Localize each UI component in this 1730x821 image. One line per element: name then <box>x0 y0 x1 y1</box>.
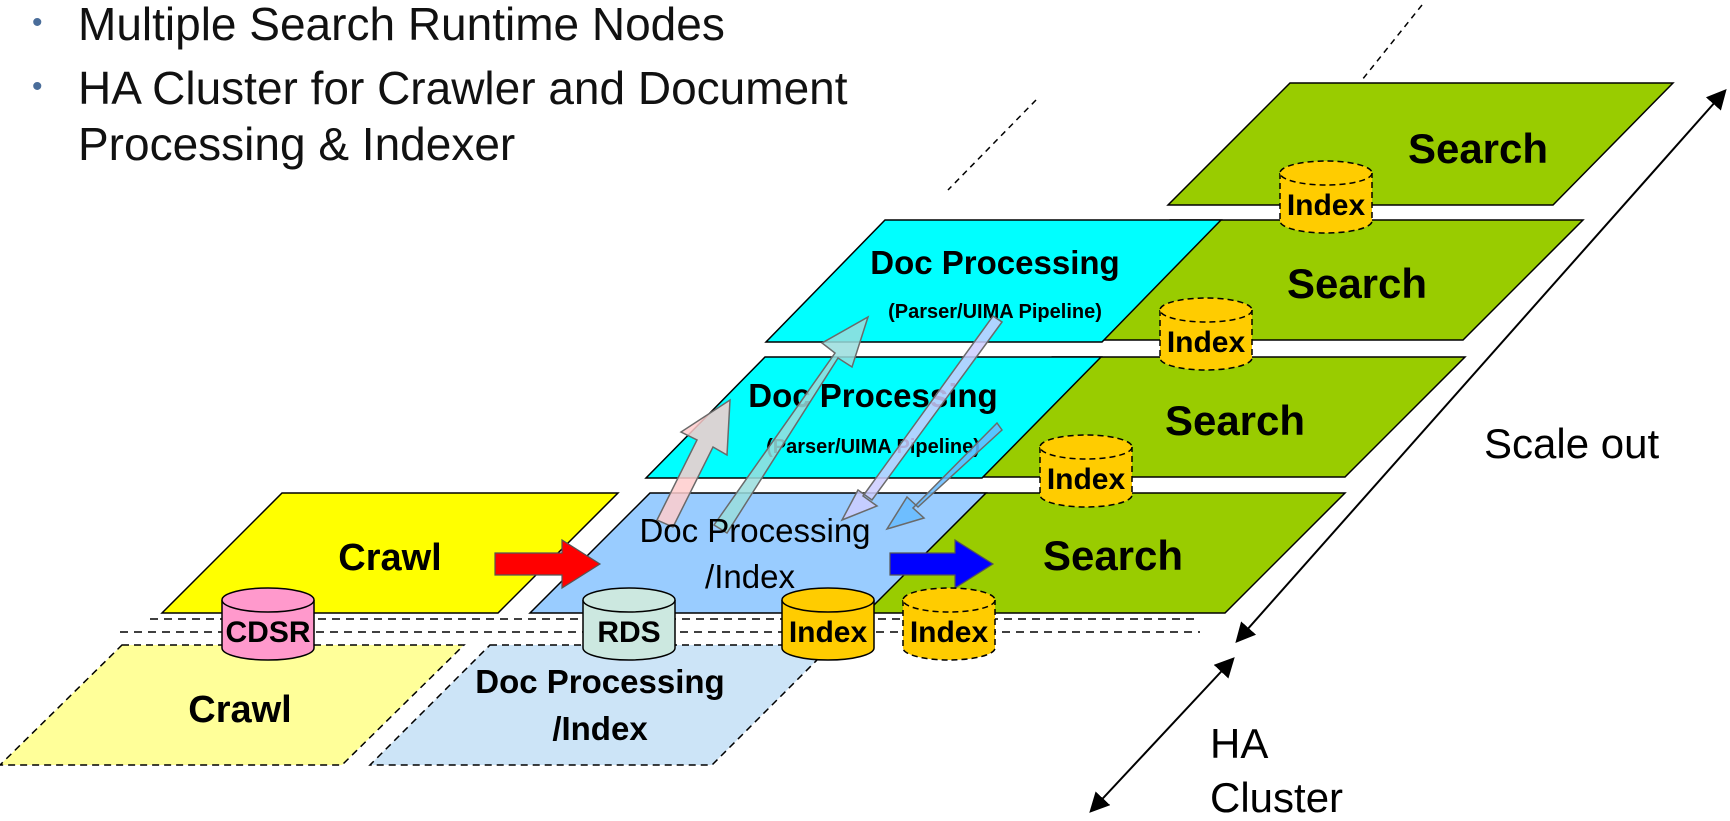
docproc-index-backup-block <box>368 644 834 766</box>
index-store-search-2 <box>1039 434 1133 508</box>
ha-cluster-label-line1: HA <box>1210 720 1268 767</box>
flow-arrow-up-1 <box>655 398 731 528</box>
docproc-to-search-arrow <box>889 538 995 590</box>
docproc-pipeline-upper-block <box>764 219 1223 343</box>
crawl-backup-block <box>0 644 466 766</box>
flow-arrow-down-1 <box>840 314 1004 522</box>
docproc-pipeline-upper-sub: (Parser/UIMA Pipeline) <box>888 301 1102 323</box>
index-label-search-3: Index <box>1167 326 1246 359</box>
bullet-search-nodes: Multiple Search Runtime Nodes <box>78 0 725 50</box>
docproc-pipeline-upper-title: Doc Processing <box>870 244 1119 281</box>
ha-cluster-label-line2: Cluster <box>1210 774 1343 821</box>
crawl-backup-label: Crawl <box>188 689 291 731</box>
docproc-pipeline-middle-block <box>644 356 1103 479</box>
docproc-index-primary-label-line1: Doc Processing <box>639 512 870 549</box>
crawl-primary-block <box>160 492 620 614</box>
index-label-primary: Index <box>789 616 868 649</box>
search-label-4: Search <box>1408 125 1548 172</box>
bullet-dot: • <box>32 70 43 103</box>
index-label-search-4: Index <box>1287 189 1366 222</box>
docproc-index-backup-label-line1: Doc Processing <box>475 663 724 700</box>
search-label-1: Search <box>1043 532 1183 579</box>
guide-line-right <box>1361 4 1423 81</box>
index-store-primary <box>781 587 875 661</box>
flow-arrow-up-2 <box>712 315 870 535</box>
docproc-pipeline-middle-sub: (Parser/UIMA Pipeline) <box>766 436 980 458</box>
search-label-3: Search <box>1287 260 1427 307</box>
bullet-ha-cluster-cont: Processing & Indexer <box>78 118 516 170</box>
guide-line-left <box>947 99 1037 191</box>
docproc-pipeline-middle-title: Doc Processing <box>748 377 997 414</box>
crawl-primary-label: Crawl <box>338 537 441 579</box>
index-store-search-1 <box>902 587 996 661</box>
docproc-index-backup-label-line2: /Index <box>552 710 648 747</box>
cdsr-label: CDSR <box>225 616 310 649</box>
scale-out-label: Scale out <box>1484 420 1659 467</box>
index-label-search-1: Index <box>910 616 989 649</box>
crawl-to-docproc-arrow <box>494 538 602 590</box>
bullet-ha-cluster: HA Cluster for Crawler and Document <box>78 62 848 114</box>
index-label-search-2: Index <box>1047 463 1126 496</box>
ha-cluster-arrow <box>1089 657 1235 813</box>
docproc-index-primary-label-line2: /Index <box>705 558 795 595</box>
rds-store <box>582 587 676 661</box>
scale-out-arrow <box>1235 89 1727 643</box>
rds-label: RDS <box>597 616 660 649</box>
index-store-search-3 <box>1159 297 1253 371</box>
flow-arrow-down-2 <box>885 421 1003 531</box>
cdsr-store <box>221 587 315 661</box>
bullet-dot: • <box>32 6 43 39</box>
search-label-2: Search <box>1165 397 1305 444</box>
